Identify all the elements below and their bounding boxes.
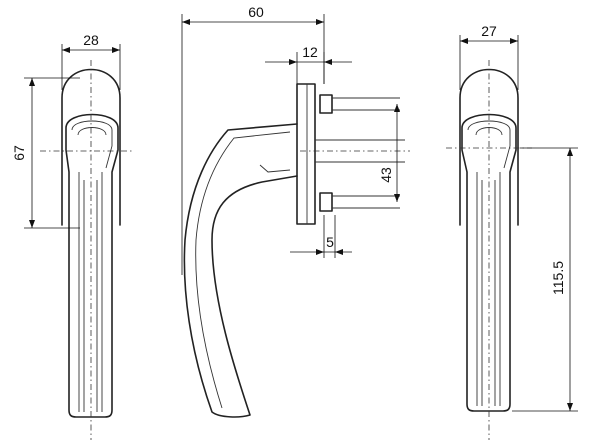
side-view: 60 12 43 5 — [181, 4, 410, 418]
side-handle-inner-contour-2 — [259, 164, 291, 173]
dim-28-label: 28 — [83, 32, 99, 48]
front-handle-outline — [65, 113, 119, 418]
dim-115-5-label: 115.5 — [550, 261, 566, 295]
dim-67-arrow-top — [29, 78, 35, 86]
dim-67-arrow-bottom — [29, 220, 35, 228]
dim-12-arrow-left — [289, 59, 297, 65]
side-lower-bolt-head — [319, 192, 333, 212]
dim-67-label: 67 — [11, 145, 27, 161]
side-handle-inner-contour — [195, 131, 291, 409]
side-handle-outline — [183, 123, 298, 418]
dim-43-label: 43 — [378, 167, 394, 183]
dim-27-label: 27 — [481, 23, 497, 39]
dim-60-arrow-right — [316, 19, 324, 25]
dim-28-arrow-right — [112, 47, 120, 53]
dim-43-arrow-bottom — [394, 194, 400, 202]
front-handle-inner-contour — [71, 120, 113, 169]
rear-handle-inner-contour — [467, 120, 511, 169]
dim-12-label: 12 — [302, 44, 318, 60]
dim-5-label: 5 — [326, 234, 334, 250]
dim-27-arrow-right — [510, 38, 518, 44]
side-upper-bolt-head — [319, 94, 333, 114]
front-view: 28 67 — [11, 32, 132, 440]
dim-5-arrow-right — [335, 249, 343, 255]
rear-handle-outline — [461, 113, 517, 412]
dim-115-5-arrow-top — [567, 148, 573, 156]
dim-115-5-arrow-bottom — [567, 403, 573, 411]
front-handle-inner-contour-2 — [77, 127, 107, 136]
side-mounting-plate — [296, 83, 316, 225]
dim-27-arrow-left — [460, 38, 468, 44]
rear-view: 27 115.5 — [446, 23, 578, 440]
dim-60-arrow-left — [182, 19, 190, 25]
dim-28-arrow-left — [62, 47, 70, 53]
dim-60-label: 60 — [248, 4, 264, 20]
dim-43-arrow-top — [394, 104, 400, 112]
dim-5-arrow-left — [316, 249, 324, 255]
dim-12-arrow-right — [324, 59, 332, 65]
